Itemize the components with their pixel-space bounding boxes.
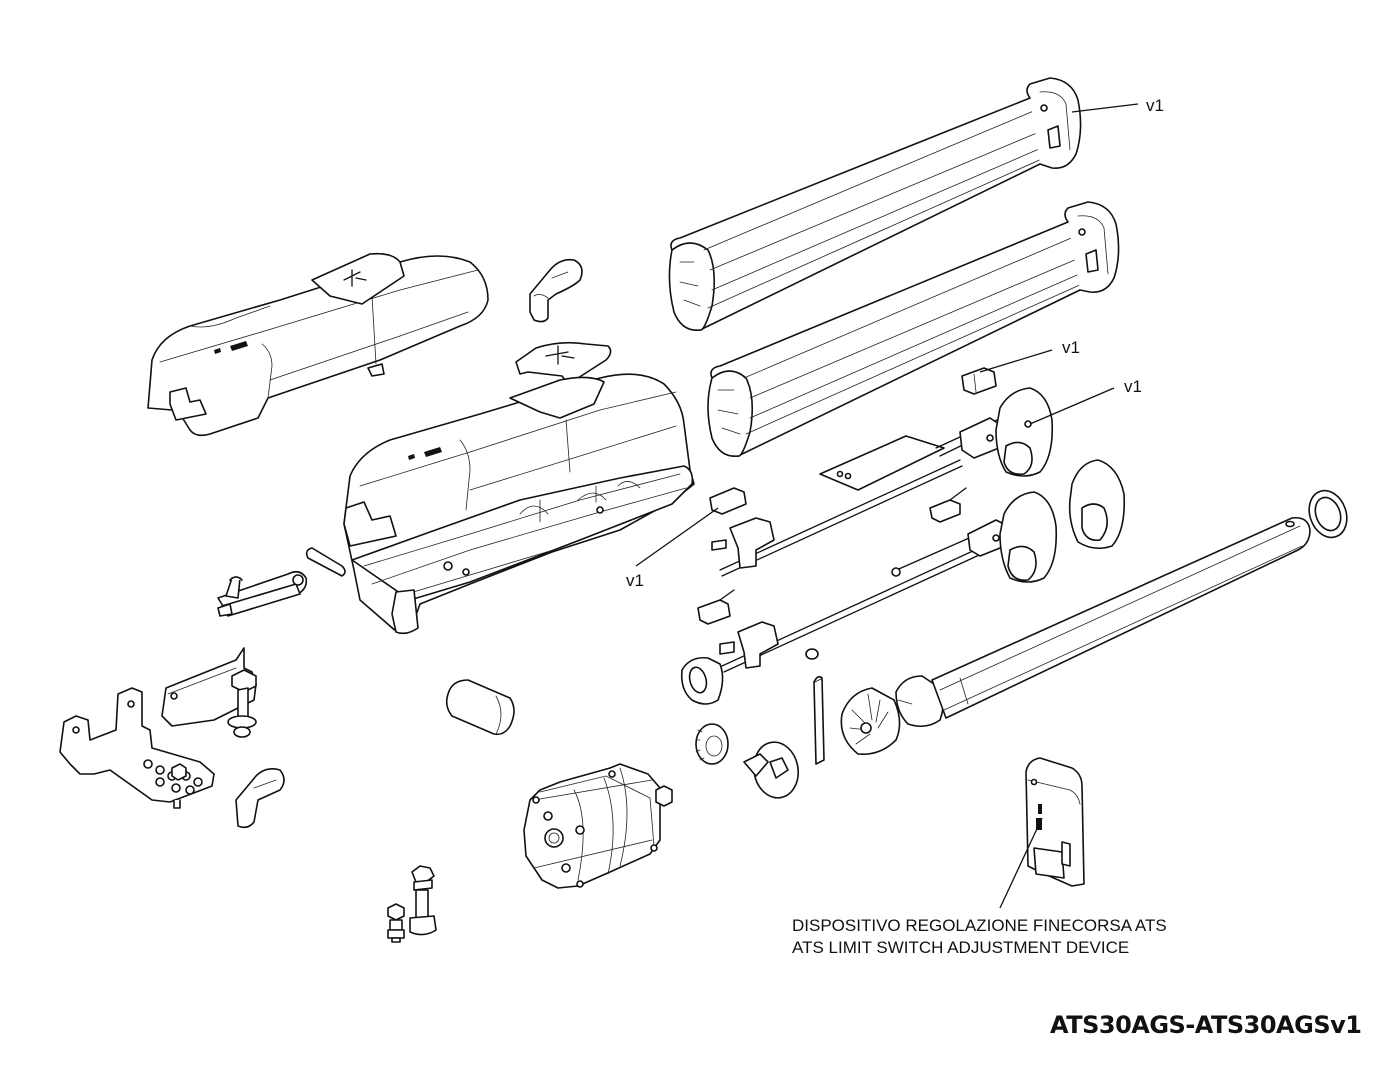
spur-gear: [695, 723, 729, 765]
callout-v1-microswitch-left: v1: [626, 571, 644, 590]
microswitch-d: [697, 589, 735, 625]
adjustment-device-label: DISPOSITIVO REGOLAZIONE FINECORSA ATS AT…: [792, 915, 1167, 959]
capacitor: [445, 679, 515, 736]
top-cover: [147, 252, 489, 437]
pinion-gear: [743, 741, 800, 799]
limit-end-cap-a: [995, 387, 1054, 477]
rear-bracket: [161, 647, 257, 738]
worm-shaft-tube: [895, 516, 1311, 728]
callout-v1-upper-endcap: v1: [1146, 96, 1164, 115]
limit-end-cap-c: [999, 491, 1058, 583]
front-bracket: [59, 687, 215, 809]
leader-upper-endcap: [1071, 103, 1139, 113]
callout-v1-endcap-middle: v1: [1124, 377, 1142, 396]
bolt-small: [387, 903, 405, 943]
limit-switch-bracket-b: [711, 459, 963, 577]
bevel-gear: [840, 687, 901, 756]
leader-microswitch-left: [635, 507, 719, 567]
outer-tube-upper: [668, 77, 1082, 331]
leader-lines: [635, 103, 1139, 909]
device-label-english: ATS LIMIT SWITCH ADJUSTMENT DEVICE: [792, 938, 1130, 957]
release-cover-small: [515, 341, 612, 385]
fork-link: [217, 570, 308, 617]
outer-tube-lower: [707, 201, 1120, 457]
release-key-lower: [235, 768, 285, 829]
limit-end-cap-b: [1068, 459, 1126, 550]
seal-ring: [1308, 489, 1348, 539]
microswitch-b: [709, 487, 747, 515]
housing-assembly: [343, 373, 695, 635]
release-key-upper: [529, 258, 583, 323]
link-pin: [305, 547, 346, 577]
limit-switch-bracket-d: [719, 621, 779, 669]
leader-microswitch-upper: [979, 349, 1053, 373]
leader-endcap-middle: [1029, 387, 1115, 425]
microswitch-c: [929, 487, 967, 523]
bolt-large: [409, 865, 437, 936]
device-label-italian: DISPOSITIVO REGOLAZIONE FINECORSA ATS: [792, 916, 1167, 935]
o-ring: [805, 648, 819, 660]
callout-v1-microswitch-upper: v1: [1062, 338, 1080, 357]
limit-switch-plate: [819, 435, 945, 491]
motor: [523, 763, 673, 889]
leader-adjustment-device: [999, 817, 1043, 909]
bushing-ring: [680, 656, 724, 705]
limit-switch-adjustment-device: [1025, 757, 1085, 887]
microswitch-a: [961, 367, 997, 395]
pin-shaft: [813, 675, 825, 765]
model-code: ATS30AGS-ATS30AGSv1: [1050, 1011, 1362, 1039]
limit-switch-bracket-a: [935, 413, 1015, 459]
